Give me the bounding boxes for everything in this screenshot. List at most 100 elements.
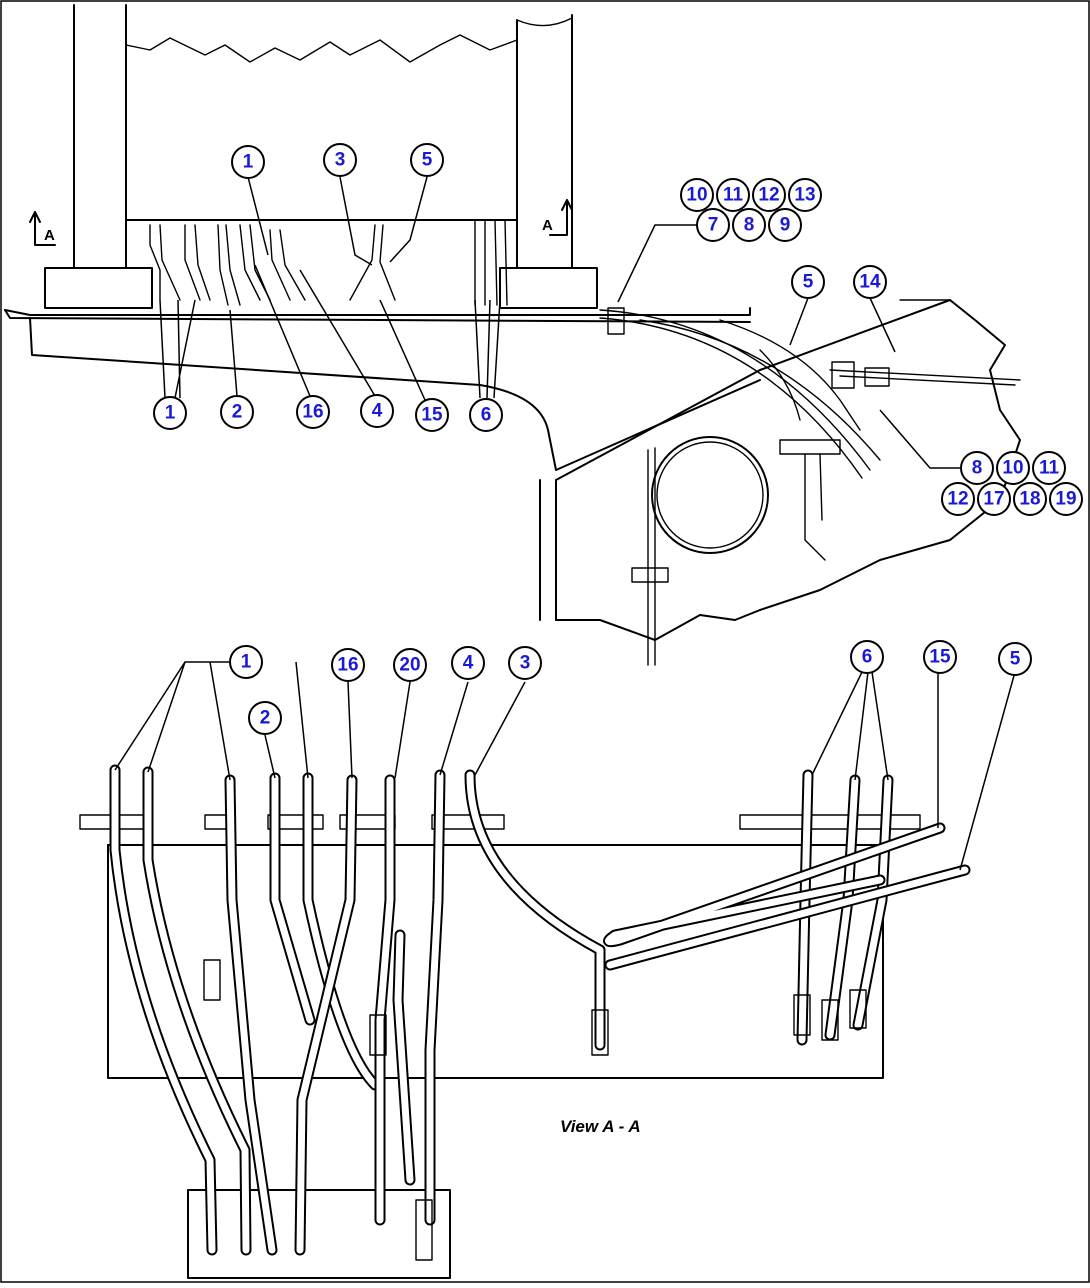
callout-top-10: 10 (680, 178, 714, 212)
svg-text:12: 12 (758, 185, 779, 206)
svg-text:1: 1 (165, 403, 176, 424)
svg-text:11: 11 (723, 185, 744, 206)
boom-hoses-lower (719, 319, 861, 431)
clamp-bar-5 (431, 814, 505, 830)
platform-top (4, 307, 751, 316)
callout-view-3: 3 (508, 646, 542, 680)
callout-view-2: 2 (248, 701, 282, 735)
svg-text:17: 17 (983, 489, 1004, 510)
valve-plate (107, 844, 884, 1079)
svg-text:10: 10 (1002, 458, 1023, 479)
fitting-5 (849, 989, 867, 1029)
callout-view-5: 5 (998, 642, 1032, 676)
callout-top-12: 12 (752, 178, 786, 212)
svg-text:12: 12 (947, 489, 968, 510)
svg-text:5: 5 (803, 272, 814, 293)
svg-text:19: 19 (1055, 489, 1076, 510)
callout-top-15: 15 (415, 398, 449, 432)
svg-text:10: 10 (686, 185, 707, 206)
callout-top-5b: 5 (791, 265, 825, 299)
boom-pivot-hole-inner (656, 441, 764, 549)
callout-top-13: 13 (788, 178, 822, 212)
view-caption: View A - A (560, 1117, 641, 1136)
svg-text:3: 3 (335, 150, 346, 171)
svg-text:14: 14 (859, 272, 881, 293)
callout-top-14: 14 (853, 265, 887, 299)
fitting-7 (415, 1199, 433, 1261)
callout-view-6: 6 (850, 640, 884, 674)
callout-top-1: 1 (231, 145, 265, 179)
tube-fitting-2 (864, 367, 890, 387)
callout-view-16: 16 (331, 648, 365, 682)
callout-top-8b: 8 (960, 451, 994, 485)
callout-top-16: 16 (296, 395, 330, 429)
fitting-3 (793, 994, 811, 1036)
fitting-2 (369, 1014, 387, 1056)
callouts-top: 1 3 5 10 11 12 13 7 8 9 5 14 1 2 16 4 15… (153, 143, 1083, 516)
section-letter-right: A (542, 217, 553, 234)
boom-pivot-hole (651, 436, 769, 554)
boom-outline (555, 299, 1021, 641)
left-base (44, 267, 153, 309)
callout-top-12b: 12 (941, 482, 975, 516)
callout-top-5: 5 (410, 143, 444, 177)
clamp-fitting (607, 307, 625, 335)
callout-top-7: 7 (696, 208, 730, 242)
manifold-block (779, 439, 841, 455)
boom-hose-bundle (599, 309, 881, 479)
svg-text:11: 11 (1039, 458, 1060, 479)
right-base (499, 267, 598, 309)
left-column (73, 4, 127, 269)
callout-top-6: 6 (469, 398, 503, 432)
callout-top-11: 11 (716, 178, 750, 212)
callouts-view: 1 2 16 20 4 3 6 15 5 (229, 640, 1032, 735)
svg-text:2: 2 (232, 402, 243, 423)
svg-text:2: 2 (260, 708, 271, 729)
top-break-line (125, 34, 518, 63)
tube-fitting (831, 361, 855, 389)
svg-text:8: 8 (744, 215, 755, 236)
svg-text:5: 5 (422, 150, 433, 171)
section-arrow-left (29, 211, 56, 246)
callout-top-11b: 11 (1032, 451, 1066, 485)
svg-text:8: 8 (972, 458, 983, 479)
right-column (516, 14, 573, 269)
callout-top-8: 8 (732, 208, 766, 242)
callout-top-1b: 1 (153, 396, 187, 430)
platform-edge (4, 309, 751, 323)
callout-top-4: 4 (360, 394, 394, 428)
svg-text:18: 18 (1019, 489, 1040, 510)
svg-text:15: 15 (421, 405, 443, 426)
svg-text:6: 6 (481, 405, 492, 426)
fitting-6 (591, 1009, 609, 1056)
right-column-break (516, 17, 573, 27)
svg-text:6: 6 (862, 647, 873, 668)
svg-text:20: 20 (399, 655, 420, 676)
callout-top-18: 18 (1013, 482, 1047, 516)
svg-text:16: 16 (302, 402, 323, 423)
svg-text:3: 3 (520, 653, 531, 674)
view-hoses (109, 764, 971, 1256)
callout-view-1: 1 (229, 645, 263, 679)
svg-text:9: 9 (780, 215, 791, 236)
valve-hoses (149, 219, 508, 306)
svg-text:15: 15 (929, 647, 951, 668)
fitting-1 (203, 959, 221, 1001)
section-letter-left: A (44, 227, 55, 244)
clamp-bar-3 (267, 814, 324, 830)
callout-top-3: 3 (323, 143, 357, 177)
svg-text:1: 1 (241, 652, 252, 673)
frame-lower (29, 317, 761, 471)
hydraulic-tube (829, 369, 1021, 386)
callout-top-17: 17 (977, 482, 1011, 516)
section-arrow-right (549, 199, 573, 236)
fitting-4 (821, 999, 839, 1041)
clamp-bar-6 (739, 814, 921, 830)
lower-manifold (187, 1189, 451, 1279)
svg-text:7: 7 (708, 215, 719, 236)
callout-top-2: 2 (220, 395, 254, 429)
svg-text:4: 4 (372, 401, 383, 422)
